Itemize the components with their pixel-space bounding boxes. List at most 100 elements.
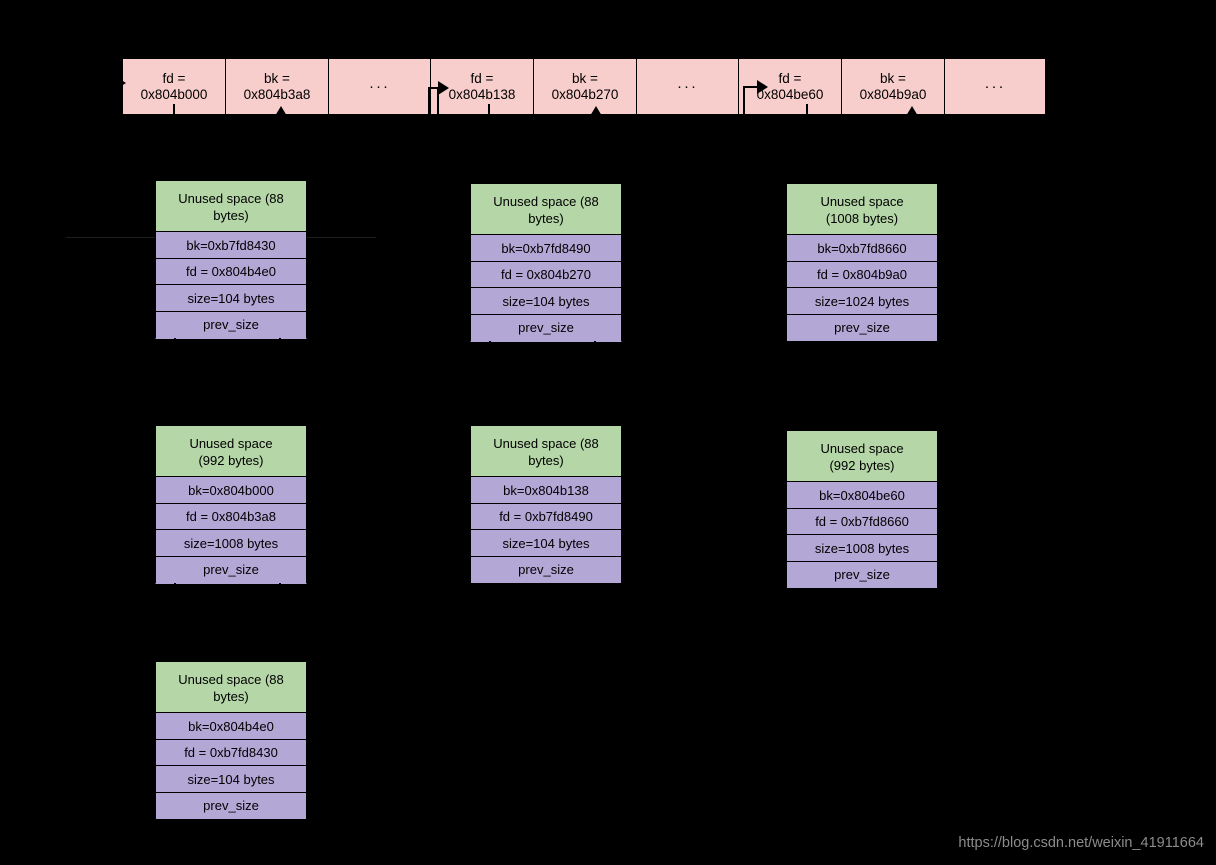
bin-cell-value: 0x804b270 — [551, 86, 619, 102]
chunk-field-size: size=104 bytes — [155, 765, 307, 794]
bin-array-bar: fd = 0x804b000 bk = 0x804b3a8 ··· fd = 0… — [122, 58, 1046, 115]
chunk-unused-space-header: Unused space (992 bytes) — [786, 430, 938, 483]
chunk-field-bk: bk=0xb7fd8430 — [155, 231, 307, 260]
connector-elbow-drop-a — [437, 88, 439, 115]
connector-tick-cell0 — [173, 104, 175, 115]
unused-space-line1: Unused space (88 — [178, 671, 284, 687]
chunk-box-r2c1: Unused space (992 bytes) bk=0x804b000 fd… — [155, 425, 307, 584]
bin-cell-value: 0x804b000 — [140, 86, 208, 102]
chunk-field-prev-size: prev_size — [786, 313, 938, 342]
connector-elbow-horizontal-b — [743, 86, 761, 88]
unused-space-line1: Unused space (88 — [493, 193, 599, 209]
bin-cell-value: 0x804b138 — [448, 86, 516, 102]
chunk-unused-space-header: Unused space (88 bytes) — [470, 183, 622, 236]
chunk-field-bk: bk=0x804b4e0 — [155, 712, 307, 741]
chunk-field-size: size=1008 bytes — [155, 529, 307, 558]
bin-cell-label: bk = — [264, 70, 290, 86]
chunk-box-r1c1: Unused space (88 bytes) bk=0xb7fd8430 fd… — [155, 180, 307, 339]
bin-cell-ellipsis-1: ··· — [636, 58, 738, 115]
unused-space-line1: Unused space — [820, 193, 904, 209]
bin-cell-value: 0x804be60 — [756, 86, 824, 102]
bin-cell-ellipsis-0: ··· — [328, 58, 430, 115]
connector-elbow-horizontal-a — [428, 87, 442, 89]
bin-cell-bk-1: bk = 0x804b270 — [533, 58, 636, 115]
unused-space-line2: bytes) — [528, 210, 564, 226]
chunk-box-r2c3: Unused space (992 bytes) bk=0x804be60 fd… — [786, 430, 938, 589]
unused-space-line1: Unused space — [189, 435, 273, 451]
chunk-field-fd: fd = 0x804b3a8 — [155, 502, 307, 531]
chunk-field-prev-size: prev_size — [155, 555, 307, 584]
unused-space-line2: (1008 bytes) — [825, 210, 899, 226]
chunk-unused-space-header: Unused space (1008 bytes) — [786, 183, 938, 236]
bin-cell-bk-0: bk = 0x804b3a8 — [225, 58, 328, 115]
chunk-field-bk: bk=0xb7fd8490 — [470, 234, 622, 263]
connector-tick-cell6 — [806, 104, 808, 115]
unused-space-line2: bytes) — [213, 688, 249, 704]
unused-space-line2: (992 bytes) — [198, 452, 264, 468]
chunk-field-size: size=104 bytes — [470, 529, 622, 558]
unused-space-line2: (992 bytes) — [829, 457, 895, 473]
chunk-field-prev-size: prev_size — [155, 791, 307, 820]
chunk-field-size: size=1024 bytes — [786, 287, 938, 316]
ellipsis-icon: ··· — [369, 77, 390, 95]
bin-cell-value: 0x804b9a0 — [859, 86, 927, 102]
bin-cell-ellipsis-2: ··· — [944, 58, 1046, 115]
chunk-unused-space-header: Unused space (88 bytes) — [155, 180, 307, 233]
connector-elbow-vertical-a — [428, 87, 430, 115]
chunk-bottom-tick-left-r2c1 — [174, 583, 176, 591]
chunk-bottom-tick-right-r1c2 — [594, 341, 596, 349]
bin-cell-bk-2: bk = 0x804b9a0 — [841, 58, 944, 115]
arrow-up-icon-cell7 — [906, 106, 918, 116]
unused-space-line1: Unused space (88 — [493, 435, 599, 451]
chunk-box-r2c2: Unused space (88 bytes) bk=0x804b138 fd … — [470, 425, 622, 584]
chunk-unused-space-header: Unused space (88 bytes) — [470, 425, 622, 478]
connector-tick-cell3 — [488, 104, 490, 115]
ellipsis-icon: ··· — [984, 77, 1006, 95]
bin-cell-value: 0x804b3a8 — [243, 86, 311, 102]
chunk-field-prev-size: prev_size — [786, 560, 938, 589]
chunk-field-prev-size: prev_size — [470, 313, 622, 342]
chunk-box-r3c1: Unused space (88 bytes) bk=0x804b4e0 fd … — [155, 661, 307, 820]
chunk-unused-space-header: Unused space (992 bytes) — [155, 425, 307, 478]
chunk-field-fd: fd = 0xb7fd8430 — [155, 738, 307, 767]
chunk-field-fd: fd = 0xb7fd8660 — [786, 507, 938, 536]
chunk-field-prev-size: prev_size — [155, 310, 307, 339]
arrow-right-icon-bin-entry — [115, 76, 126, 90]
bin-cell-label: bk = — [880, 70, 906, 86]
chunk-field-size: size=104 bytes — [155, 284, 307, 313]
unused-space-line2: bytes) — [213, 207, 249, 223]
arrow-up-icon-cell1 — [275, 106, 287, 116]
bin-cell-fd-1: fd = 0x804b138 — [430, 58, 533, 115]
bin-cell-label: fd = — [778, 70, 802, 86]
chunk-field-size: size=1008 bytes — [786, 534, 938, 563]
arrow-right-icon-cell6 — [757, 80, 768, 94]
chunk-field-bk: bk=0xb7fd8660 — [786, 234, 938, 263]
chunk-bottom-tick-right-r2c1 — [279, 583, 281, 591]
chunk-field-bk: bk=0x804be60 — [786, 481, 938, 510]
chunk-field-bk: bk=0x804b138 — [470, 476, 622, 505]
chunk-box-r1c2: Unused space (88 bytes) bk=0xb7fd8490 fd… — [470, 183, 622, 342]
unused-space-line2: bytes) — [528, 452, 564, 468]
chunk-field-size: size=104 bytes — [470, 287, 622, 316]
chunk-field-fd: fd = 0xb7fd8490 — [470, 502, 622, 531]
chunk-bottom-tick-left-r1c1 — [174, 338, 176, 346]
chunk-bottom-tick-left-r1c2 — [489, 341, 491, 349]
chunk-bottom-tick-right-r1c1 — [279, 338, 281, 346]
bin-cell-label: fd = — [162, 70, 186, 86]
arrow-up-icon-cell4 — [590, 106, 602, 116]
chunk-box-r1c3: Unused space (1008 bytes) bk=0xb7fd8660 … — [786, 183, 938, 342]
unused-space-line1: Unused space (88 — [178, 190, 284, 206]
bin-cell-label: bk = — [572, 70, 598, 86]
chunk-field-fd: fd = 0x804b9a0 — [786, 260, 938, 289]
chunk-field-bk: bk=0x804b000 — [155, 476, 307, 505]
unused-space-line1: Unused space — [820, 440, 904, 456]
arrow-right-icon-cell3 — [438, 81, 449, 95]
chunk-unused-space-header: Unused space (88 bytes) — [155, 661, 307, 714]
watermark-url: https://blog.csdn.net/weixin_41911664 — [958, 835, 1204, 851]
chunk-field-fd: fd = 0x804b4e0 — [155, 257, 307, 286]
connector-elbow-vertical-b — [743, 86, 745, 115]
ellipsis-icon: ··· — [677, 77, 698, 95]
bin-cell-label: fd = — [470, 70, 494, 86]
chunk-field-fd: fd = 0x804b270 — [470, 260, 622, 289]
